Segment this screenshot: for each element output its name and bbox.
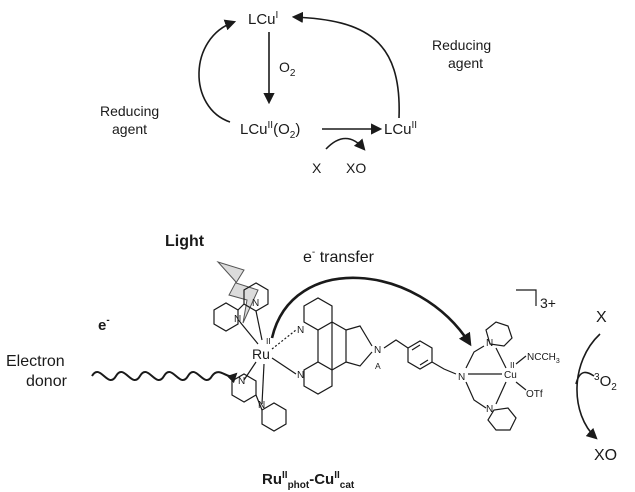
lightning-bolt-icon [216,260,259,324]
lcu-i-label: LCuI [248,10,278,28]
substrate-x: X [312,160,322,176]
svg-text:N: N [297,370,304,381]
bridge-label-a: A [375,361,381,371]
substrate-arrow [325,137,366,151]
oxygen-branch-line [575,371,595,385]
charge-bracket [516,289,537,306]
ru-atom: Ru [252,346,270,362]
ru-photosensitizer: N N N N Ru II [213,282,297,432]
complex-name: RuIIphot-CuIIcat [262,470,355,491]
cu-atom: Cu [504,370,517,381]
triplet-oxygen-label: 3O2 [594,372,617,393]
substrate-oxidation-arrow [576,333,601,440]
charge-label: 3+ [540,295,556,311]
triflate-ligand: OTf [526,389,543,400]
cu-catalyst: N N N Cu II NCCH3 OTf [458,321,560,431]
lcu-ii-label: LCuII [384,120,417,138]
substrate-x-right: X [596,309,607,326]
svg-text:N: N [238,376,245,387]
svg-text:N: N [234,314,241,325]
acetonitrile-ligand: NCCH3 [527,352,560,365]
product-xo-right: XO [594,447,617,464]
product-xo: XO [346,160,366,176]
svg-text:N: N [458,372,465,383]
electron-transfer-label: e- transfer [303,247,375,266]
svg-text:N: N [486,404,493,415]
electron-injection-arrow [91,371,238,384]
electron-transfer-arrow [270,276,472,347]
ru-oxidation-state: II [266,336,271,346]
right-regeneration-arrow [291,11,400,119]
svg-text:N: N [374,345,381,356]
light-label: Light [165,233,205,250]
svg-text:N: N [297,325,304,336]
svg-text:N: N [486,338,493,349]
o2-label: O2 [279,59,296,79]
electron-label: e- [98,315,110,334]
svg-text:N: N [258,400,265,411]
cu-oxidation-state: II [510,360,515,370]
lcu-ii-o2-label: LCuII(O2) [240,120,300,141]
phenanthroline-bridge: N N N A [297,297,457,395]
svg-text:N: N [252,298,259,309]
left-regeneration-arrow [198,19,237,123]
